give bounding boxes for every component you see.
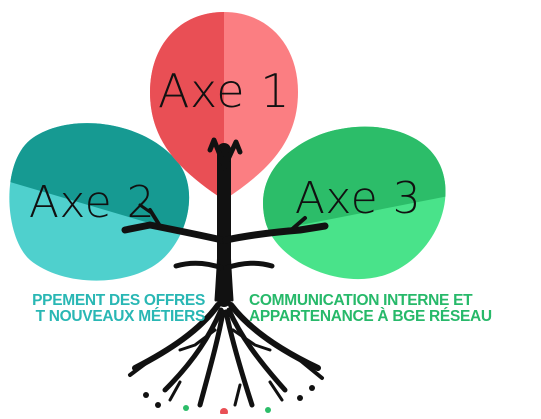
tree-trunk [121,137,329,408]
root-dot [155,402,161,408]
root-dot [309,385,315,391]
root-dot [220,408,228,416]
axe-2-caption-line-1: PPEMENT DES OFFRES [32,292,205,309]
axe-2-caption: PPEMENT DES OFFRES T NOUVEAUX MÉTIERS [32,293,205,325]
axe-2-label: Axe 2 [29,177,155,228]
axe-3-label: Axe 3 [295,173,421,224]
axe-3-leaf-dark [263,126,446,232]
root-dot [297,395,303,401]
root-dot [143,392,149,398]
axe-2-caption-line-2: T NOUVEAUX MÉTIERS [35,308,206,325]
axe-3-leaf [263,126,446,280]
axe-3-caption-line-2: APPARTENANCE À BGE RÉSEAU [249,308,492,325]
axe-3-caption: COMMUNICATION INTERNE ET APPARTENANCE À … [249,293,492,325]
root-dot [265,407,271,413]
axe-1-label: Axe 1 [158,64,290,118]
root-dot [183,405,189,411]
axe-3-caption-line-1: COMMUNICATION INTERNE ET [249,292,473,309]
